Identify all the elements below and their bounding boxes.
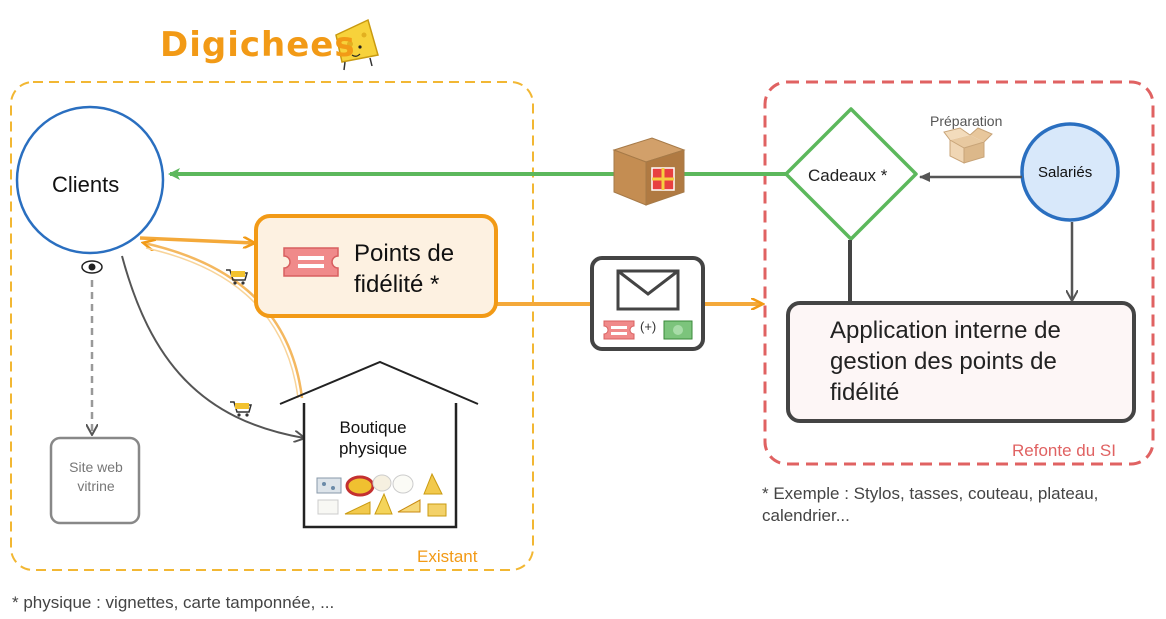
cadeaux-label: Cadeaux * [808,166,888,185]
ticket-icon [603,320,635,340]
physique-note: * physique : vignettes, carte tamponnée,… [12,593,335,612]
brand-title: Digichees [160,25,356,65]
boutique-to-clients-curve [144,243,304,399]
eye-icon [81,260,103,274]
app-node [786,301,1136,423]
cheese-mascot-icon [335,18,379,71]
gift-box-icon [612,137,686,206]
clients-label: Clients [52,172,120,197]
plus-label: (+) [640,319,657,334]
salaries-node [1020,122,1120,222]
cheese-assortment-icon [316,472,447,517]
boutique-label: Boutique physique [338,418,408,458]
refonte-frame [763,80,1155,466]
open-box-icon [943,127,993,164]
site-node [49,436,141,525]
exemple-note: * Exemple : Stylos, tasses, couteau, pla… [762,484,1099,525]
shopping-cart-icon [226,269,248,285]
points-node [254,214,498,318]
clients-to-boutique-curve [121,255,304,438]
banknote-icon [663,320,693,340]
clients-to-points-arrow [139,236,254,243]
salaries-label: Salariés [1038,164,1093,181]
points-label: Points de fidélité * [354,240,455,298]
boutique-node [279,360,479,529]
shopping-cart-icon [230,401,252,417]
existant-label: Existant [417,547,478,566]
app-label: Application interne de gestion des point… [830,317,1061,406]
preparation-label: Préparation [930,113,1003,129]
envelope-icon [616,269,680,311]
refonte-label: Refonte du SI [1012,441,1116,460]
ticket-icon [283,247,339,277]
site-label: Site web vitrine [69,459,123,494]
clients-node [15,105,165,255]
cadeaux-node [784,107,918,241]
